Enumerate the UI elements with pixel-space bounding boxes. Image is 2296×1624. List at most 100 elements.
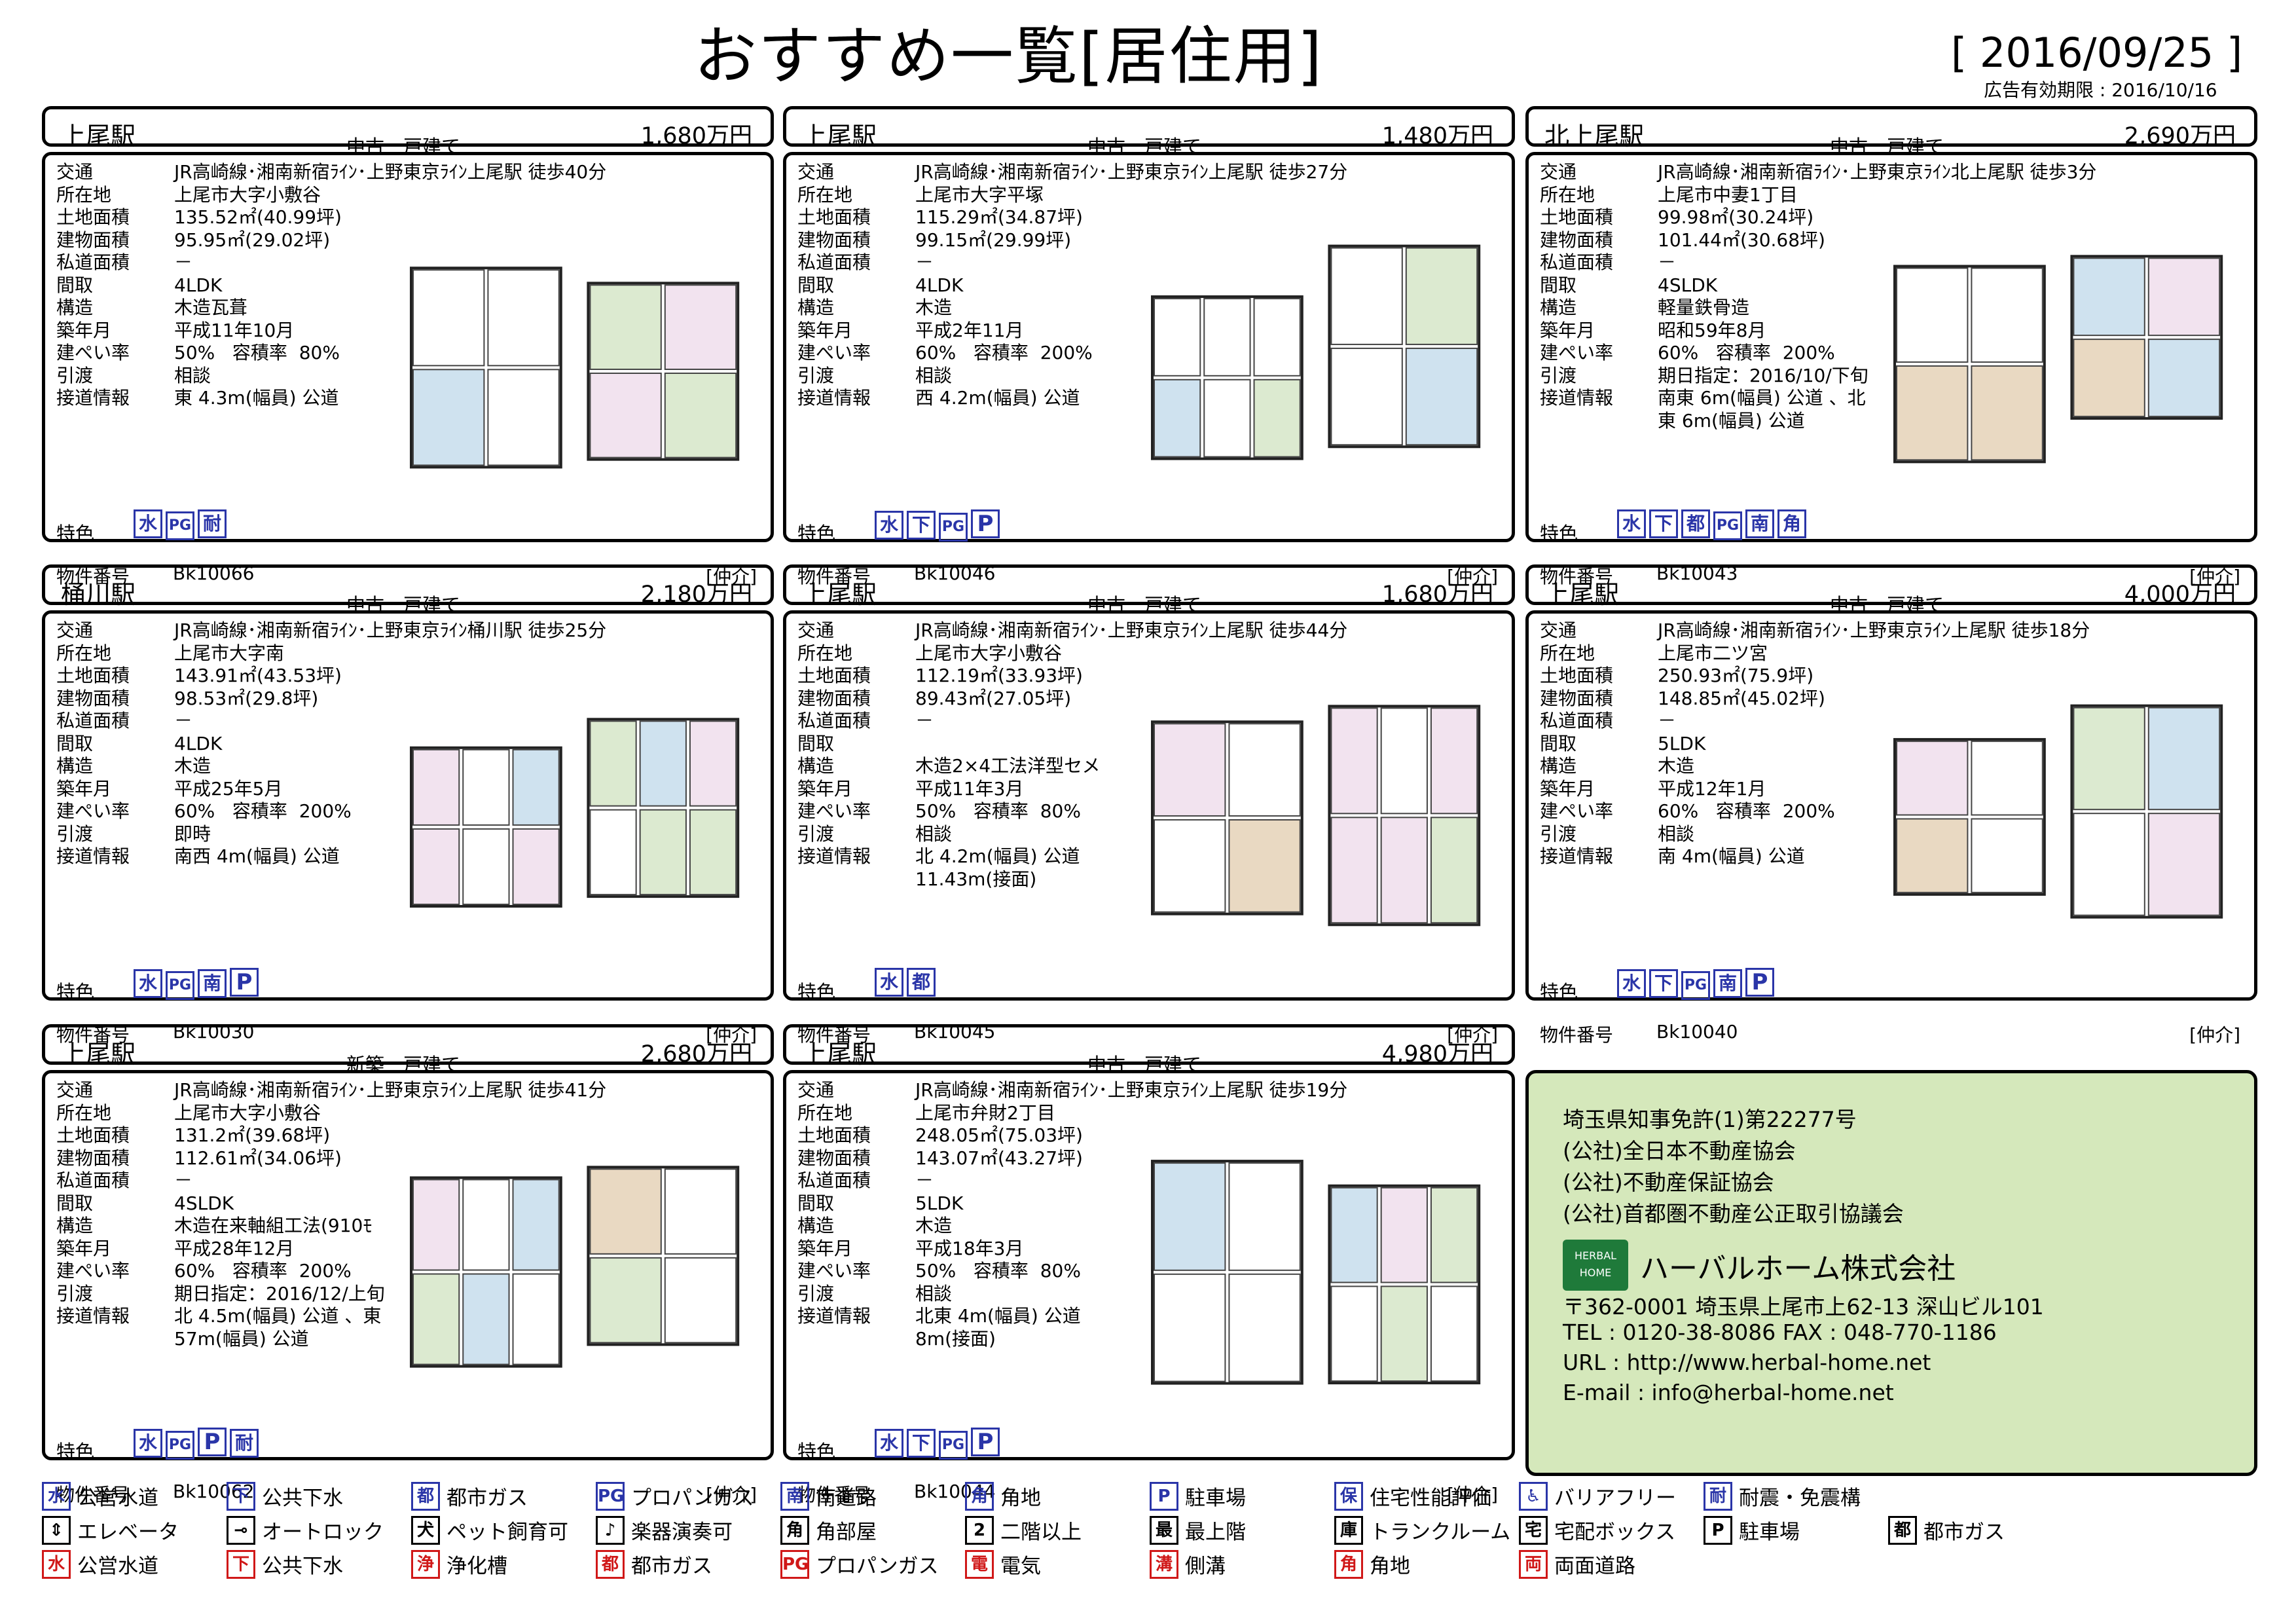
detail-label: 私道面積	[1540, 710, 1614, 731]
legend-icon: 水	[42, 1481, 71, 1511]
legend-icon: 角	[780, 1515, 809, 1545]
detail-label: 間取	[1540, 732, 1577, 754]
detail-value: 248.05㎡(75.03坪)	[915, 1124, 1083, 1146]
feature-icons: 水都	[875, 968, 939, 997]
legend-icon: 都	[1888, 1515, 1917, 1545]
detail-label: 建ぺい率	[1540, 342, 1614, 363]
detail-value: 平成2年11月	[915, 319, 1024, 341]
detail-value: 東 4.3m(幅員) 公道	[174, 387, 339, 409]
listing-body	[783, 152, 1515, 542]
legend-icon: 最	[1150, 1515, 1178, 1545]
detail-label: 築年月	[797, 319, 853, 341]
legend-label: 住宅性能評価	[1370, 1486, 1491, 1510]
detail-label: 構造	[56, 755, 94, 777]
detail-value: 99.98㎡(30.24坪)	[1658, 206, 1814, 228]
property-number-label: 物件番号	[56, 1024, 130, 1046]
detail-label: 構造	[56, 297, 94, 318]
legend-item: 都都市ガス	[1888, 1515, 2005, 1547]
detail-label: 接道情報	[797, 387, 871, 409]
detail-label: 私道面積	[56, 1170, 130, 1191]
company-email[interactable]: E-mail : info@herbal-home.net	[1563, 1380, 1894, 1405]
legend-label: 都市ガス	[446, 1486, 528, 1510]
legend-label: 角地	[1000, 1486, 1041, 1510]
features-label: 特色	[56, 1441, 95, 1463]
legend-item: 南南道路	[780, 1481, 877, 1513]
legend-icon: 浄	[411, 1549, 440, 1579]
floor-plan-drawing	[1151, 705, 1481, 927]
detail-value: 135.52㎡(40.99坪)	[174, 206, 342, 228]
feature-icon: 水	[875, 968, 903, 997]
legend-item: 保住宅性能評価	[1334, 1481, 1491, 1513]
legend-icon: 両	[1519, 1549, 1548, 1579]
legend-icon: 電	[965, 1549, 994, 1579]
feature-icon: P	[971, 509, 1000, 538]
floor-plan-drawing	[1151, 244, 1481, 460]
detail-value: 95.95㎡(29.02坪)	[174, 229, 331, 251]
legend-label: 駐車場	[1739, 1521, 1800, 1544]
detail-label: 建ぺい率	[797, 342, 871, 363]
feature-icon: 南	[1713, 969, 1742, 998]
price: 1,680万円	[640, 123, 752, 149]
legend-item: ⇕エレベータ	[42, 1515, 179, 1547]
legend-icon: 水	[42, 1549, 71, 1579]
legend-icon: 耐	[1704, 1481, 1732, 1511]
detail-value: 60% 容積率 200%	[174, 800, 352, 822]
features-label: 特色	[797, 523, 836, 545]
legend-label: 角地	[1370, 1555, 1410, 1578]
detail-value: JR高崎線･湘南新宿ﾗｲﾝ･上野東京ﾗｲﾝ上尾駅 徒歩40分	[174, 161, 607, 183]
price: 2,680万円	[640, 1041, 752, 1067]
legend-item: 角角地	[1334, 1549, 1410, 1581]
detail-label: 建物面積	[797, 687, 871, 709]
association-1: (公社)全日本不動産協会	[1563, 1138, 1796, 1164]
feature-icon: 下	[1649, 969, 1678, 998]
legend-item: ♿バリアフリー	[1519, 1481, 1676, 1513]
detail-label: 建ぺい率	[56, 800, 130, 822]
legend-icon: 犬	[411, 1515, 440, 1545]
property-number-label: 物件番号	[797, 1484, 871, 1505]
detail-label: 私道面積	[797, 710, 871, 731]
detail-label: 構造	[797, 755, 835, 777]
detail-label: 引渡	[1540, 364, 1577, 386]
legend-icon: ♪	[596, 1515, 625, 1545]
property-number-label: 物件番号	[56, 566, 130, 587]
legend-icon: 下	[227, 1481, 255, 1511]
detail-value: 木造瓦葺	[174, 297, 248, 318]
floor-plan-image	[1150, 695, 1490, 931]
feature-icon: 耐	[198, 509, 227, 538]
legend-icon: 保	[1334, 1481, 1363, 1511]
detail-label: 交通	[56, 1079, 94, 1101]
detail-value: 期日指定：2016/10/下旬	[1658, 364, 1868, 386]
company-name: ハーバルホーム株式会社	[1640, 1252, 1956, 1285]
detail-value: 148.85㎡(45.02坪)	[1658, 687, 1825, 709]
agent-type: [仲介]	[2189, 566, 2240, 587]
detail-value: JR高崎線･湘南新宿ﾗｲﾝ･上野東京ﾗｲﾝ上尾駅 徒歩27分	[915, 161, 1348, 183]
detail-value: 木造2×4工法洋型セメ	[915, 755, 1101, 777]
detail-label: 建ぺい率	[56, 342, 130, 363]
detail-label: 建物面積	[797, 229, 871, 251]
legend-label: エレベータ	[77, 1521, 179, 1544]
company-url[interactable]: URL : http://www.herbal-home.net	[1563, 1350, 1931, 1375]
detail-value: 上尾市大字南	[174, 642, 285, 664]
price: 4,000万円	[2124, 581, 2236, 608]
legend-icon: P	[1150, 1481, 1178, 1511]
detail-value: 平成18年3月	[915, 1237, 1024, 1259]
detail-label: 交通	[797, 619, 835, 641]
features-label: 特色	[1540, 981, 1578, 1003]
legend-item: 電電気	[965, 1549, 1041, 1581]
feature-icon: 下	[1649, 509, 1678, 538]
logo-text-bottom: HOME	[1579, 1266, 1612, 1279]
legend-label: 都市ガス	[631, 1555, 712, 1578]
detail-label: 築年月	[56, 1237, 112, 1259]
detail-label: 交通	[56, 161, 94, 183]
feature-icon: 角	[1777, 509, 1806, 538]
detail-label: 土地面積	[1540, 206, 1614, 228]
property-number-label: 物件番号	[797, 1024, 871, 1046]
